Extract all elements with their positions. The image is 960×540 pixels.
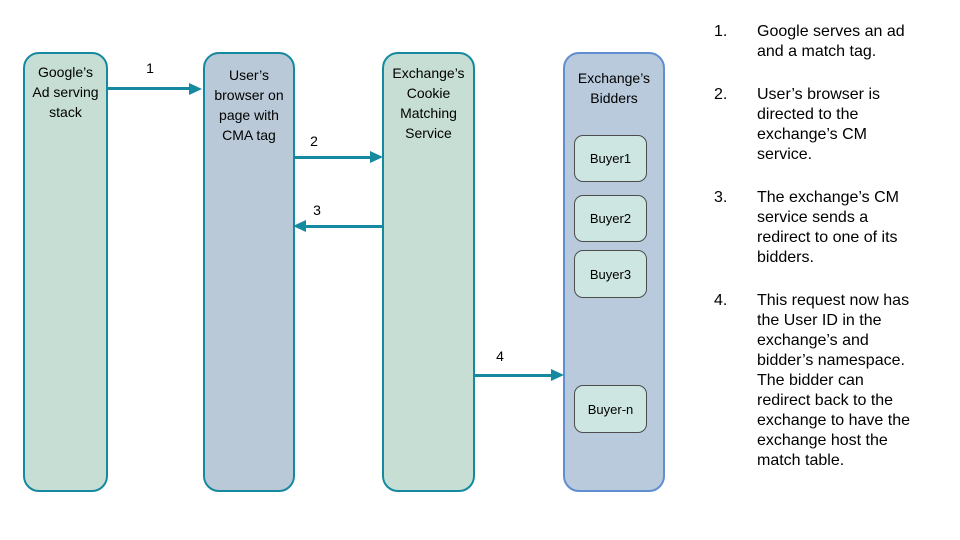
buyer1-box: Buyer1 xyxy=(574,135,647,182)
arrow-4-label: 4 xyxy=(496,348,504,364)
step-3-number: 3. xyxy=(714,189,728,206)
arrow-3-head-icon xyxy=(293,220,306,232)
step-2-number: 2. xyxy=(714,86,728,103)
buyer3-label: Buyer3 xyxy=(589,266,632,282)
cookie-matching-service-label: Exchange’s Cookie Matching Service xyxy=(392,65,465,141)
step-item-4: 4. This request now has the User ID in t… xyxy=(714,291,960,471)
buyer1-label: Buyer1 xyxy=(589,151,632,166)
arrow-2-head-icon xyxy=(370,151,383,163)
user-browser-label: User’s browser on page with CMA tag xyxy=(214,67,284,143)
cookie-matching-service-box: Exchange’s Cookie Matching Service xyxy=(382,52,475,492)
google-ad-serving-box: Google’s Ad serving stack xyxy=(23,52,108,492)
step-item-1: 1. Google serves an ad and a match tag. xyxy=(714,22,960,62)
step-2-text: User’s browser is directed to the exchan… xyxy=(757,86,880,163)
step-1-number: 1. xyxy=(714,23,728,40)
buyer2-box: Buyer2 xyxy=(574,195,647,242)
buyer-n-label: Buyer-n xyxy=(587,401,634,417)
arrow-3-line xyxy=(306,224,382,228)
steps-list: 1. Google serves an ad and a match tag. … xyxy=(714,22,960,494)
arrow-1-head-icon xyxy=(189,82,202,95)
arrow-1-line xyxy=(108,87,189,90)
step-item-2: 2. User’s browser is directed to the exc… xyxy=(714,85,960,165)
buyer3-box: Buyer3 xyxy=(574,250,647,298)
user-browser-box: User’s browser on page with CMA tag xyxy=(203,52,295,492)
arrow-4-line xyxy=(475,373,551,377)
step-1-text: Google serves an ad and a match tag. xyxy=(757,23,905,60)
arrow-1-label: 1 xyxy=(146,60,154,76)
step-4-number: 4. xyxy=(714,292,728,309)
step-item-3: 3. The exchange’s CM service sends a red… xyxy=(714,188,960,268)
step-3-text: The exchange’s CM service sends a redire… xyxy=(757,189,899,266)
arrow-2-line xyxy=(295,155,370,159)
google-ad-serving-label: Google’s Ad serving stack xyxy=(32,64,99,120)
arrow-3-label: 3 xyxy=(313,202,321,218)
arrow-2-label: 2 xyxy=(310,133,318,149)
arrow-4-head-icon xyxy=(551,369,564,381)
buyer2-label: Buyer2 xyxy=(589,211,632,226)
exchange-bidders-label: Exchange’s Bidders xyxy=(577,70,651,106)
buyer-n-box: Buyer-n xyxy=(574,385,647,433)
step-4-text: This request now has the User ID in the … xyxy=(757,292,911,469)
